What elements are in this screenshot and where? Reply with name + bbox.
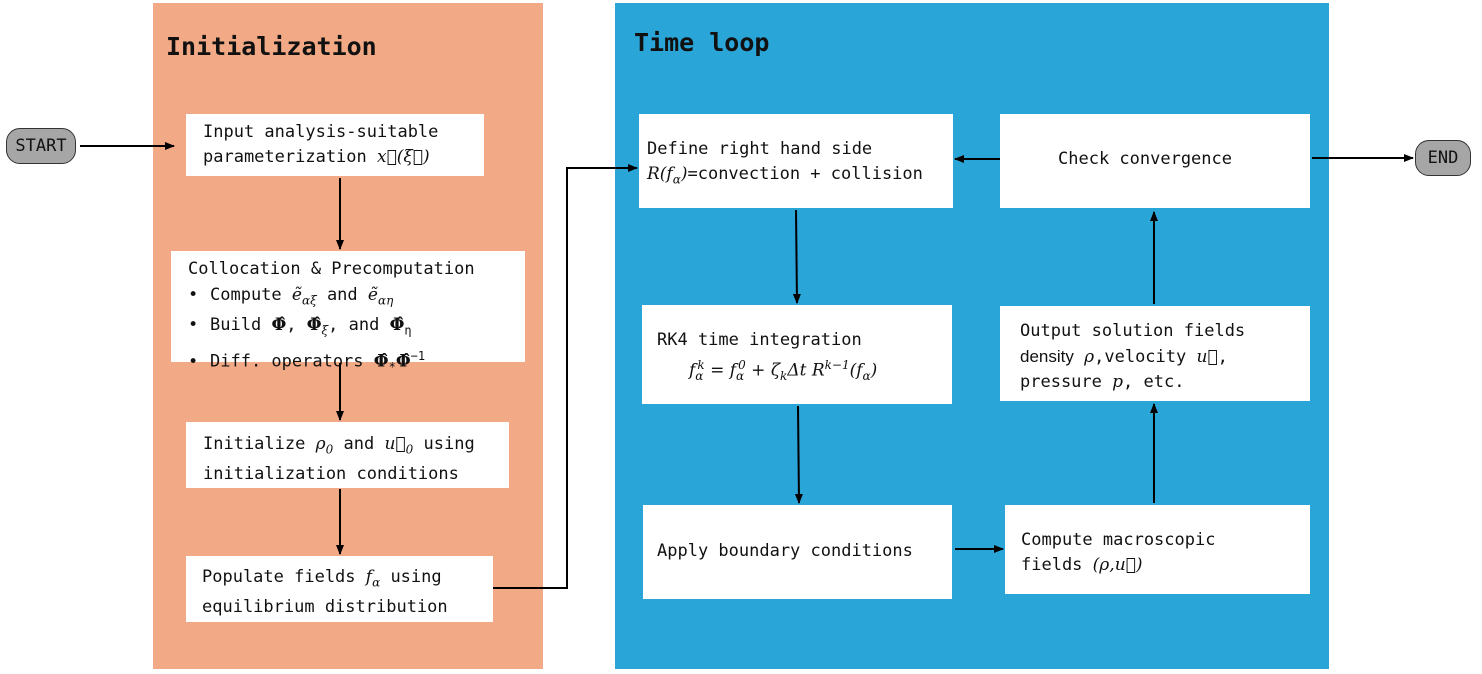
check-convergence-box: Check convergence xyxy=(1000,114,1310,208)
collocation-title: Collocation & Precomputation xyxy=(188,259,475,279)
start-label: START xyxy=(15,136,67,156)
arrow-populate-to-rhs xyxy=(493,164,638,589)
initialize-box: Initialize ρ0 and u⃗0 using initializati… xyxy=(186,422,509,488)
boundary-conditions-box: Apply boundary conditions xyxy=(643,505,952,599)
output-fields-box: Output solution fields density ρ,velocit… xyxy=(1000,306,1310,401)
input-line2: parameterization xyxy=(203,147,367,167)
populate-fields-box: Populate fields fα using equilibrium dis… xyxy=(186,556,493,622)
initialization-title: Initialization xyxy=(166,32,377,61)
macroscopic-fields-box: Compute macroscopic fields (ρ,u⃗) xyxy=(1005,505,1310,594)
input-line1: Input analysis-suitable xyxy=(203,122,439,142)
start-node: START xyxy=(6,128,76,164)
arrow-rhs-to-rk4 xyxy=(792,209,801,304)
end-label: END xyxy=(1427,148,1459,168)
collocation-box: Collocation & Precomputation Compute ẽαξ… xyxy=(171,251,525,374)
input-math: x⃗(ξ⃗) xyxy=(377,147,430,167)
end-node: END xyxy=(1415,140,1471,176)
input-parameterization-box: Input analysis-suitable parameterization… xyxy=(186,114,484,176)
define-rhs-box: Define right hand side R(fα)=convection … xyxy=(639,114,953,208)
arrow-rk4-to-boundary xyxy=(794,405,803,504)
rk4-box: RK4 time integration fαk = fα0 + ζkΔt Rk… xyxy=(642,305,952,404)
time-loop-title: Time loop xyxy=(634,28,770,57)
